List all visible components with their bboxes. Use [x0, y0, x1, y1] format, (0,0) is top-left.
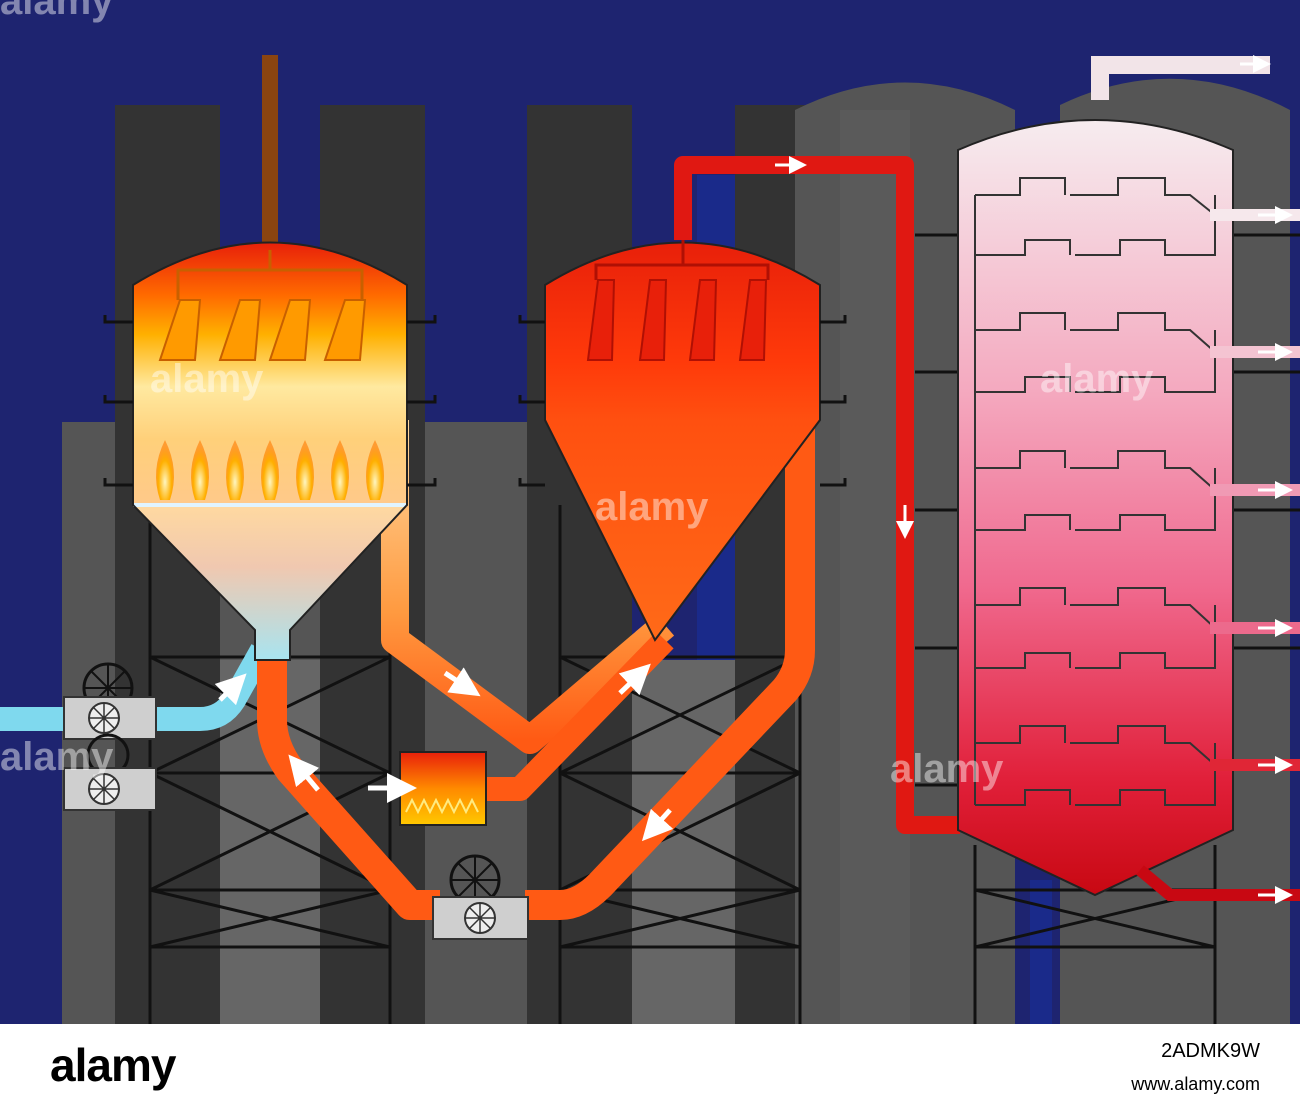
feed-heater: [399, 751, 487, 826]
flow-arrow-icon: [443, 667, 481, 697]
flow-arrow-icon: [288, 754, 320, 792]
footer-logo: alamy: [50, 1039, 176, 1091]
air-blower: [63, 662, 157, 740]
flow-arrow-icon: [214, 673, 247, 706]
flame-icon: [405, 797, 479, 815]
watermark-text: alamy: [890, 747, 1004, 791]
watermarks: alamy alamy alamy alamy alamy alamy: [0, 0, 1154, 791]
cyclones: [158, 299, 367, 361]
feed-pump: [63, 733, 157, 811]
watermark-text: alamy: [0, 0, 114, 23]
scaffold-left: [148, 505, 392, 1024]
regenerator-vessel: [103, 55, 437, 661]
watermark-text: alamy: [595, 485, 709, 529]
column-trays: [974, 177, 1216, 806]
watermark-text: alamy: [0, 735, 114, 779]
reactor-vessel: [518, 240, 847, 642]
image-id: 2ADMK9W: [1161, 1040, 1260, 1062]
burner-flames: [156, 440, 384, 500]
flow-arrow-icon: [641, 808, 674, 842]
watermark-text: alamy: [150, 357, 264, 401]
catalyst-blower: [432, 854, 529, 940]
flow-arrows: [214, 663, 674, 842]
reactor-cyclones: [586, 279, 768, 361]
site-url: www.alamy.com: [1131, 1074, 1260, 1094]
column-brackets: [915, 233, 1300, 787]
process-illustration: alamy alamy alamy alamy alamy alamy: [0, 0, 1300, 1024]
overhead-line: [1091, 56, 1270, 100]
fractionator-column: [957, 56, 1300, 901]
flow-arrow-icon: [618, 663, 651, 696]
sky-gap-2: [1030, 880, 1052, 1024]
stock-footer: alamy 2ADMK9W www.alamy.com: [0, 1024, 1300, 1113]
vapor-line: [674, 156, 960, 834]
watermark-text: alamy: [1040, 357, 1154, 401]
small-flow-arrows: [775, 55, 1293, 904]
